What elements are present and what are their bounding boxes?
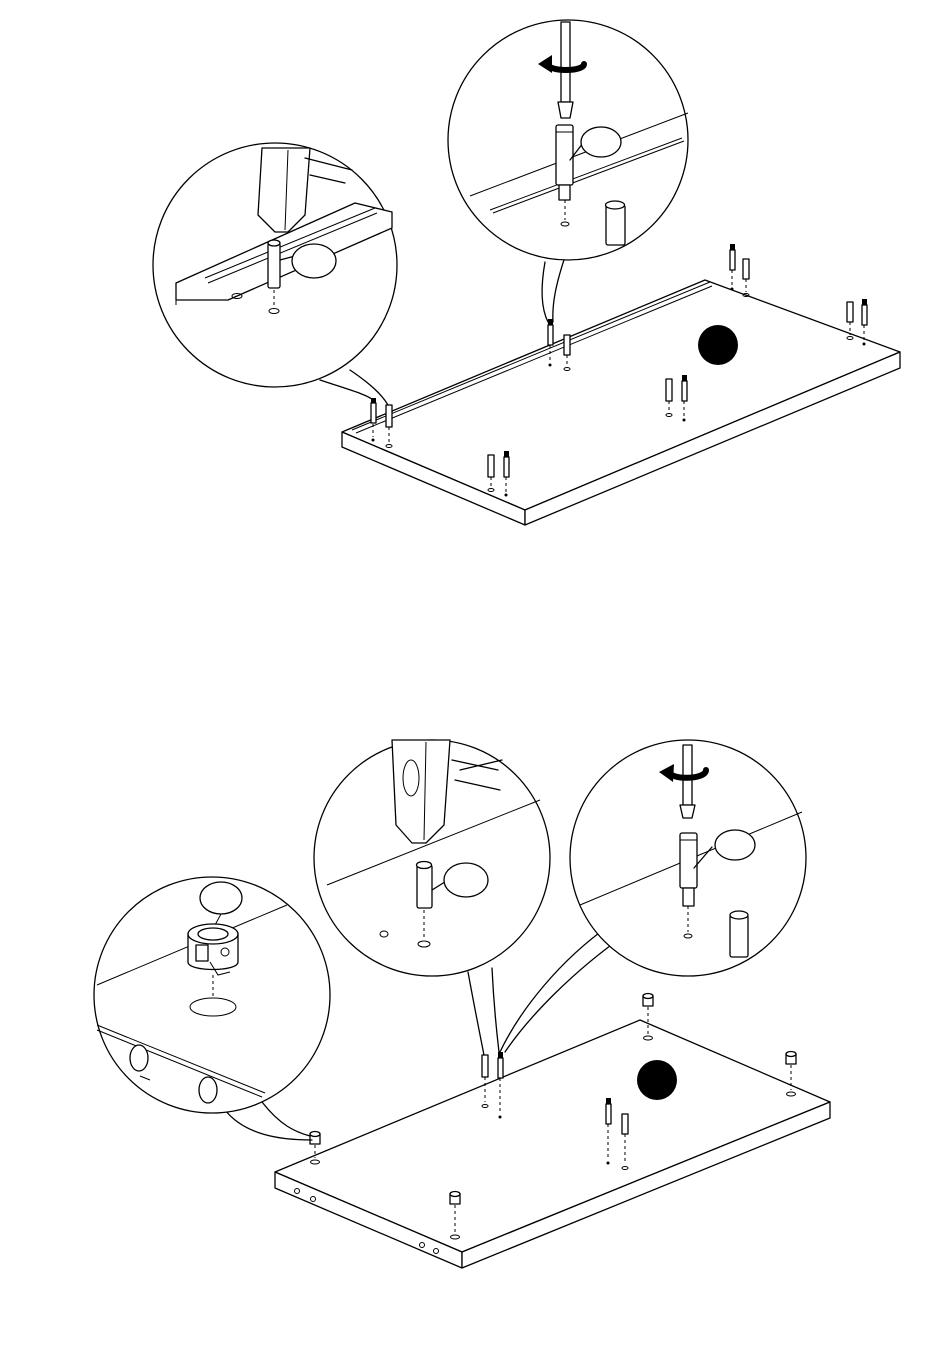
- bolt: [730, 244, 735, 291]
- part-label-bubble: [200, 882, 242, 914]
- callout-screw-in-bolt: [448, 20, 688, 322]
- part-label-bubble: [444, 863, 488, 897]
- step-marker-dot: [698, 325, 738, 365]
- dowel-pin: [606, 201, 626, 245]
- callout-insert-dowel: [314, 740, 550, 1055]
- panel-with-side-holes: [275, 1020, 830, 1268]
- callout-insert-dowel: [153, 143, 397, 405]
- callout-insert-cam-lock: [94, 877, 330, 1140]
- step-2: [94, 740, 830, 1268]
- dowel-pin: [730, 911, 748, 957]
- part-label-bubble: [715, 830, 755, 860]
- part-label-bubble: [292, 244, 336, 278]
- panel-with-groove: [342, 280, 900, 525]
- step-1: [153, 20, 900, 525]
- part-label-bubble: [581, 127, 621, 157]
- cam-lock-icon: [188, 924, 238, 975]
- dowel-pin: [743, 259, 749, 297]
- step-marker-dot: [637, 1060, 677, 1100]
